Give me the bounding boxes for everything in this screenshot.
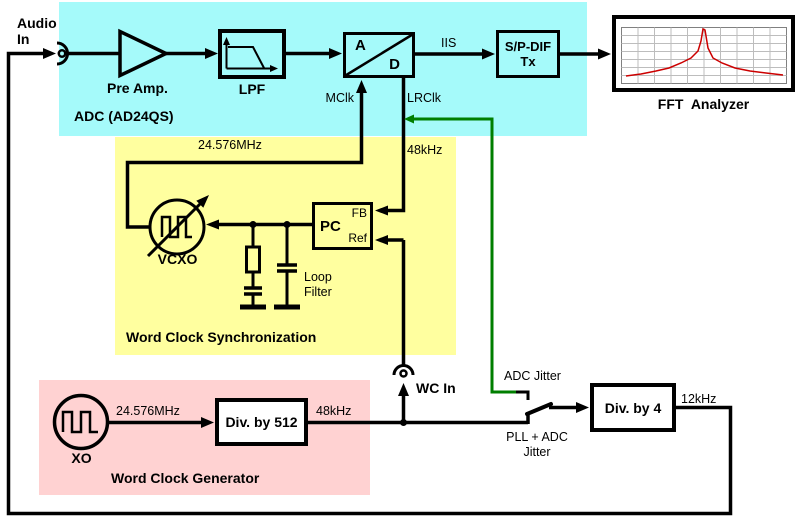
sync-region-label: Word Clock Synchronization: [126, 329, 317, 345]
lpf-block: [218, 29, 286, 79]
wc-in-jack-icon: [392, 364, 415, 376]
wc-in-up-arrow: [398, 383, 409, 396]
divide-by-4-block: Div. by 4: [590, 383, 676, 432]
pll-jitter-label: PLL + ADC Jitter: [503, 430, 571, 460]
audio-in-label: Audio In: [17, 15, 57, 47]
gen-region-label: Word Clock Generator: [111, 470, 260, 486]
audio-in-line1: Audio: [17, 15, 57, 31]
fft-analyzer-label: FFT Analyzer: [657, 96, 750, 112]
gen-khz-label: 48kHz: [316, 404, 352, 418]
sync-mhz-label: 24.576MHz: [198, 138, 262, 152]
gen-mhz-label: 24.576MHz: [116, 404, 180, 418]
phase-comparator-block: PC FB Ref: [312, 202, 373, 250]
loop-filter-line2: Filter: [304, 285, 332, 299]
fft-in-arrow: [598, 48, 611, 60]
iis-signal-label: IIS: [441, 36, 457, 50]
switch-upper-contact: [516, 390, 530, 400]
vcxo-label: VCXO: [157, 251, 198, 267]
wc-in-label: WC In: [416, 380, 456, 396]
switch-lever: [525, 402, 553, 416]
sync-khz-label: 48kHz: [407, 143, 443, 157]
pll-jitter-line1: PLL + ADC: [506, 430, 568, 444]
lpf-label: LPF: [238, 81, 266, 97]
wc-in-jack-pin: [399, 369, 408, 378]
loop-filter-label: Loop Filter: [304, 270, 332, 300]
pc-label: PC: [320, 218, 341, 235]
pc-ref-input-label: Ref: [348, 231, 367, 245]
spdif-label-line1: S/P-DIF: [504, 39, 552, 54]
out-khz-label: 12kHz: [681, 392, 717, 406]
ad-analog-label: A: [355, 37, 366, 54]
word-clock-sync-region: [115, 137, 456, 355]
spdif-label-line2: Tx: [520, 54, 536, 69]
wcin-junction-dot: [400, 419, 407, 426]
pc-fb-input-label: FB: [351, 206, 367, 220]
adc-region-label: ADC (AD24QS): [74, 108, 174, 124]
div4-in-arrow: [576, 402, 589, 413]
lrclk-signal-label: LRClk: [407, 91, 442, 105]
audio-in-line2: In: [17, 31, 30, 47]
pll-jitter-line2: Jitter: [523, 445, 551, 459]
ad-converter-block: A D: [343, 32, 415, 78]
xo-label: XO: [71, 450, 92, 466]
spdif-tx-block: S/P-DIF Tx: [496, 30, 560, 78]
divide-by-512-block: Div. by 512: [215, 398, 308, 446]
adc-jitter-label: ADC Jitter: [504, 369, 561, 383]
audio-in-arrow: [43, 48, 56, 59]
loop-filter-line1: Loop: [304, 270, 332, 284]
ad-digital-label: D: [389, 56, 400, 73]
mclk-signal-label: MClk: [325, 91, 354, 105]
preamp-label: Pre Amp.: [107, 80, 168, 96]
fft-analyzer-block: [612, 15, 795, 92]
